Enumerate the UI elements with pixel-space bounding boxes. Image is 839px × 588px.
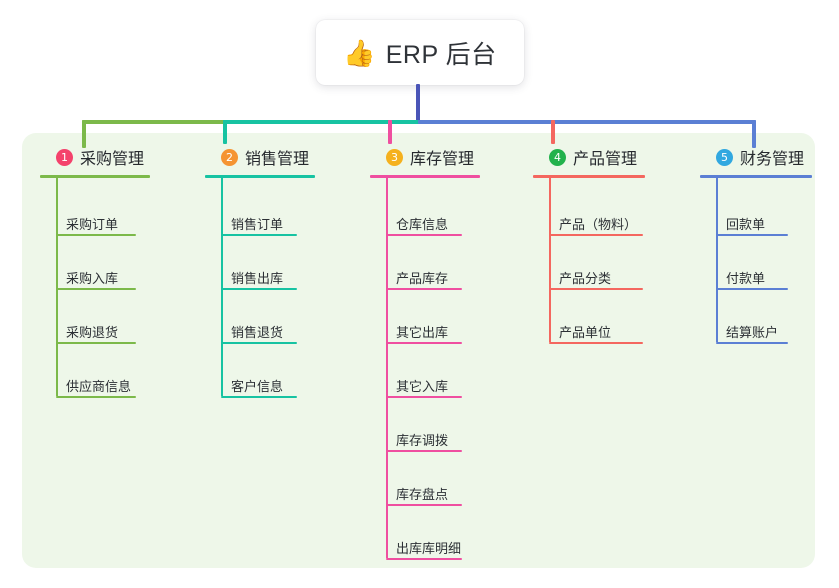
column-title-5: 财务管理 bbox=[740, 151, 805, 168]
leaf-item-rule bbox=[221, 288, 297, 290]
bus-segment-3 bbox=[418, 120, 756, 124]
leaf-item-rule bbox=[221, 342, 297, 344]
column-title-3: 库存管理 bbox=[410, 151, 475, 168]
column-rule-3 bbox=[370, 175, 480, 178]
column-1-drop-line bbox=[82, 120, 86, 148]
leaf-item-label[interactable]: 回款单 bbox=[726, 217, 766, 232]
column-title-1: 采购管理 bbox=[80, 151, 145, 168]
column-header-1[interactable]: 1 采购管理 bbox=[40, 145, 144, 169]
leaf-item-label[interactable]: 采购退货 bbox=[66, 325, 119, 340]
leaf-item-label[interactable]: 供应商信息 bbox=[66, 379, 132, 394]
leaf-item-rule bbox=[221, 396, 297, 398]
leaf-item-label[interactable]: 产品单位 bbox=[559, 325, 612, 340]
leaf-item-rule bbox=[386, 288, 462, 290]
column-rule-2 bbox=[205, 175, 315, 178]
leaf-item-rule bbox=[56, 396, 136, 398]
column-header-3[interactable]: 3 库存管理 bbox=[370, 145, 474, 169]
column-2-drop-line bbox=[223, 120, 227, 144]
leaf-item-label[interactable]: 产品（物料） bbox=[559, 217, 638, 232]
leaf-item-label[interactable]: 产品库存 bbox=[396, 271, 449, 286]
root-node-title: ERP 后台 bbox=[385, 40, 497, 69]
column-header-4[interactable]: 4 产品管理 bbox=[533, 145, 637, 169]
column-badge-5: 5 bbox=[716, 148, 733, 166]
leaf-item-rule bbox=[716, 288, 788, 290]
leaf-item-label[interactable]: 库存盘点 bbox=[396, 487, 449, 502]
leaf-item-rule bbox=[56, 342, 136, 344]
column-5: 5 财务管理 bbox=[700, 145, 812, 178]
leaf-item-label[interactable]: 产品分类 bbox=[559, 271, 612, 286]
column-1: 1 采购管理 bbox=[40, 145, 150, 178]
column-4-drop-line bbox=[551, 120, 555, 144]
leaf-item-rule bbox=[56, 234, 136, 236]
column-header-2[interactable]: 2 销售管理 bbox=[205, 145, 309, 169]
column-spine-3 bbox=[386, 176, 388, 558]
column-spine-5 bbox=[716, 176, 718, 342]
column-rule-1 bbox=[40, 175, 150, 178]
leaf-item-label[interactable]: 销售出库 bbox=[231, 271, 284, 286]
diagram-panel bbox=[22, 133, 815, 568]
leaf-item-rule bbox=[386, 342, 462, 344]
column-badge-1: 1 bbox=[56, 148, 73, 166]
leaf-item-rule bbox=[386, 504, 462, 506]
column-rule-5 bbox=[700, 175, 812, 178]
column-spine-1 bbox=[56, 176, 58, 396]
leaf-item-label[interactable]: 出库库明细 bbox=[396, 541, 462, 556]
column-title-2: 销售管理 bbox=[245, 151, 310, 168]
leaf-item-rule bbox=[56, 288, 136, 290]
column-3-drop-line bbox=[388, 120, 392, 144]
root-node-card[interactable]: 👍 ERP 后台 bbox=[316, 20, 524, 85]
leaf-item-rule bbox=[549, 234, 643, 236]
leaf-item-rule bbox=[221, 234, 297, 236]
column-badge-2: 2 bbox=[221, 148, 238, 166]
column-header-5[interactable]: 5 财务管理 bbox=[700, 145, 804, 169]
column-2: 2 销售管理 bbox=[205, 145, 315, 178]
leaf-item-label[interactable]: 库存调拨 bbox=[396, 433, 449, 448]
bus-segment-1 bbox=[82, 120, 227, 124]
leaf-item-label[interactable]: 结算账户 bbox=[726, 325, 779, 340]
leaf-item-rule bbox=[716, 342, 788, 344]
leaf-item-label[interactable]: 客户信息 bbox=[231, 379, 284, 394]
leaf-item-label[interactable]: 销售退货 bbox=[231, 325, 284, 340]
thumbs-up-icon: 👍 bbox=[343, 37, 376, 68]
leaf-item-rule bbox=[386, 450, 462, 452]
column-badge-3: 3 bbox=[386, 148, 403, 166]
leaf-item-rule bbox=[549, 288, 643, 290]
leaf-item-label[interactable]: 其它入库 bbox=[396, 379, 449, 394]
leaf-item-label[interactable]: 采购订单 bbox=[66, 217, 119, 232]
column-5-drop-line bbox=[752, 120, 756, 148]
column-spine-4 bbox=[549, 176, 551, 342]
leaf-item-rule bbox=[549, 342, 643, 344]
column-4: 4 产品管理 bbox=[533, 145, 645, 178]
root-trunk-line bbox=[416, 84, 420, 124]
column-3: 3 库存管理 bbox=[370, 145, 480, 178]
column-spine-2 bbox=[221, 176, 223, 396]
column-rule-4 bbox=[533, 175, 645, 178]
leaf-item-label[interactable]: 其它出库 bbox=[396, 325, 449, 340]
leaf-item-label[interactable]: 付款单 bbox=[726, 271, 766, 286]
leaf-item-rule bbox=[386, 558, 462, 560]
leaf-item-rule bbox=[386, 234, 462, 236]
bus-segment-2 bbox=[223, 120, 422, 124]
leaf-item-rule bbox=[386, 396, 462, 398]
column-title-4: 产品管理 bbox=[573, 151, 638, 168]
leaf-item-rule bbox=[716, 234, 788, 236]
column-badge-4: 4 bbox=[549, 148, 566, 166]
leaf-item-label[interactable]: 销售订单 bbox=[231, 217, 284, 232]
leaf-item-label[interactable]: 仓库信息 bbox=[396, 217, 449, 232]
leaf-item-label[interactable]: 采购入库 bbox=[66, 271, 119, 286]
